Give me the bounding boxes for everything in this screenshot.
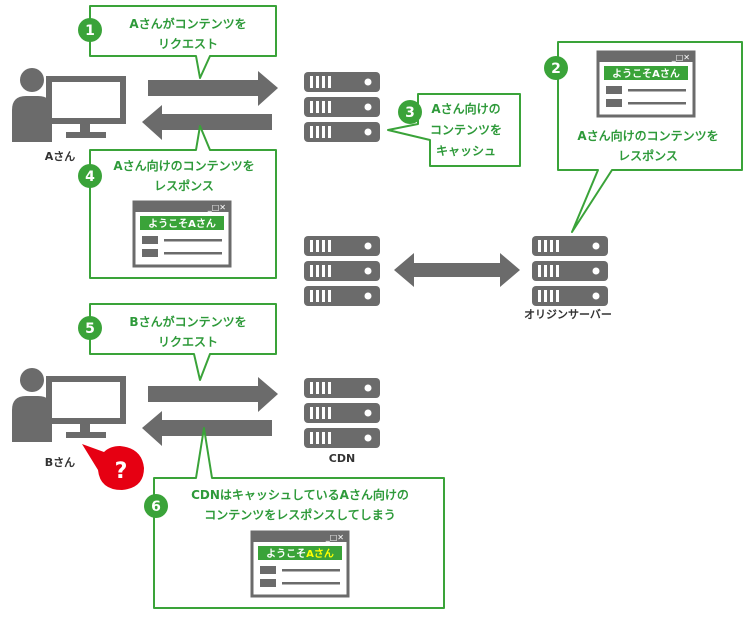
step-3-text-line2: コンテンツを [430,123,502,137]
step-1-text-line1: Aさんがコンテンツを [129,16,246,31]
arrow-response-a [142,105,272,140]
step-4-text-line2: レスポンス [154,178,214,193]
step-2-text-line2: レスポンス [618,148,678,163]
welcome-window-step-2: _□✕ ようこそAさん [596,50,696,118]
step-6-badge: 6 [144,494,168,518]
step-1-badge: 1 [78,18,102,42]
step-6-text-line2: コンテンツをレスポンスしてしまう [204,507,395,522]
step-5-badge: 5 [78,316,102,340]
user-b-label: Bさん [45,456,75,469]
highlighted-name: Aさん [306,548,334,560]
step-5-text-line1: Bさんがコンテンツを [129,314,246,329]
step-1-text-line2: リクエスト [158,37,218,51]
step-6-bubble [153,427,445,609]
window-controls-icon: _□✕ [208,203,226,212]
welcome-window-step-6: _□✕ ようこそAさん [250,530,350,598]
step-2-badge: 2 [544,56,568,80]
arrow-response-b [142,411,272,446]
welcome-window-step-4: _□✕ ようこそAさん [132,200,232,268]
origin-server-label: オリジンサーバー [524,308,612,321]
cdn-server-bottom-icon [304,378,380,448]
step-6-text-line1: CDNはキャッシュしているAさん向けの [191,487,409,502]
svg-text:6: 6 [151,499,161,515]
svg-text:?: ? [115,459,128,484]
user-a-icon [12,68,126,142]
arrow-request-b [148,377,278,412]
svg-text:3: 3 [405,105,415,121]
user-b-icon [12,368,126,442]
cdn-server-top-icon [304,72,380,142]
step-3-badge: 3 [398,100,422,124]
window-title-highlighted: ようこそAさん [266,548,334,560]
svg-text:5: 5 [85,321,95,337]
step-5-text-line2: リクエスト [158,335,218,349]
step-5-bubble [89,303,277,381]
step-3-text-line1: Aさん向けの [431,101,500,116]
window-controls-icon: _□✕ [326,533,344,542]
svg-text:1: 1 [85,23,95,39]
origin-server-icon [532,236,608,306]
question-alert-icon: ? [82,444,144,490]
user-a-label: Aさん [45,150,76,163]
step-4-text-line1: Aさん向けのコンテンツを [113,158,254,173]
window-title: ようこそAさん [612,68,680,80]
window-controls-icon: _□✕ [672,53,690,62]
arrow-cdn-origin [394,253,520,287]
arrow-request-a [148,71,278,106]
cdn-server-middle-icon [304,236,380,306]
step-2-text-line1: Aさん向けのコンテンツを [577,128,718,143]
svg-text:2: 2 [551,61,561,77]
step-4-badge: 4 [78,164,102,188]
step-1-bubble [89,5,277,79]
window-title: ようこそAさん [148,218,216,230]
step-3-text-line3: キャッシュ [436,144,496,158]
cdn-label: CDN [329,452,355,465]
svg-text:4: 4 [85,169,95,185]
